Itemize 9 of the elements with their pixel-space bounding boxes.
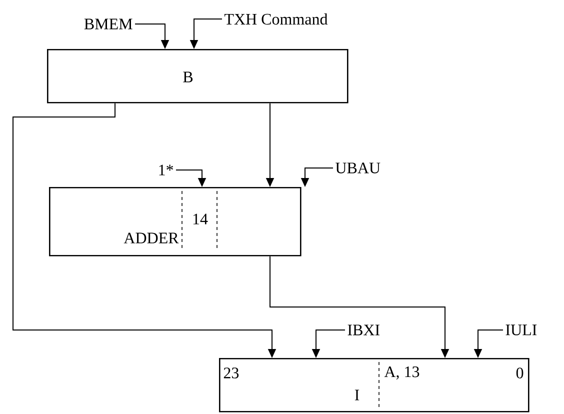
signal-label: TXH Command <box>224 13 328 25</box>
signal-label: BMEM <box>84 18 132 30</box>
register-box: B <box>47 49 348 104</box>
signal-label: IBXI <box>348 324 380 336</box>
signal-label: UBAU <box>336 162 380 174</box>
signal-label: 1* <box>159 164 174 176</box>
register-box: ADDER 14 <box>49 187 302 256</box>
register-box: 23 A, 13 0 I <box>219 358 530 412</box>
signal-label: IULI <box>506 324 537 336</box>
